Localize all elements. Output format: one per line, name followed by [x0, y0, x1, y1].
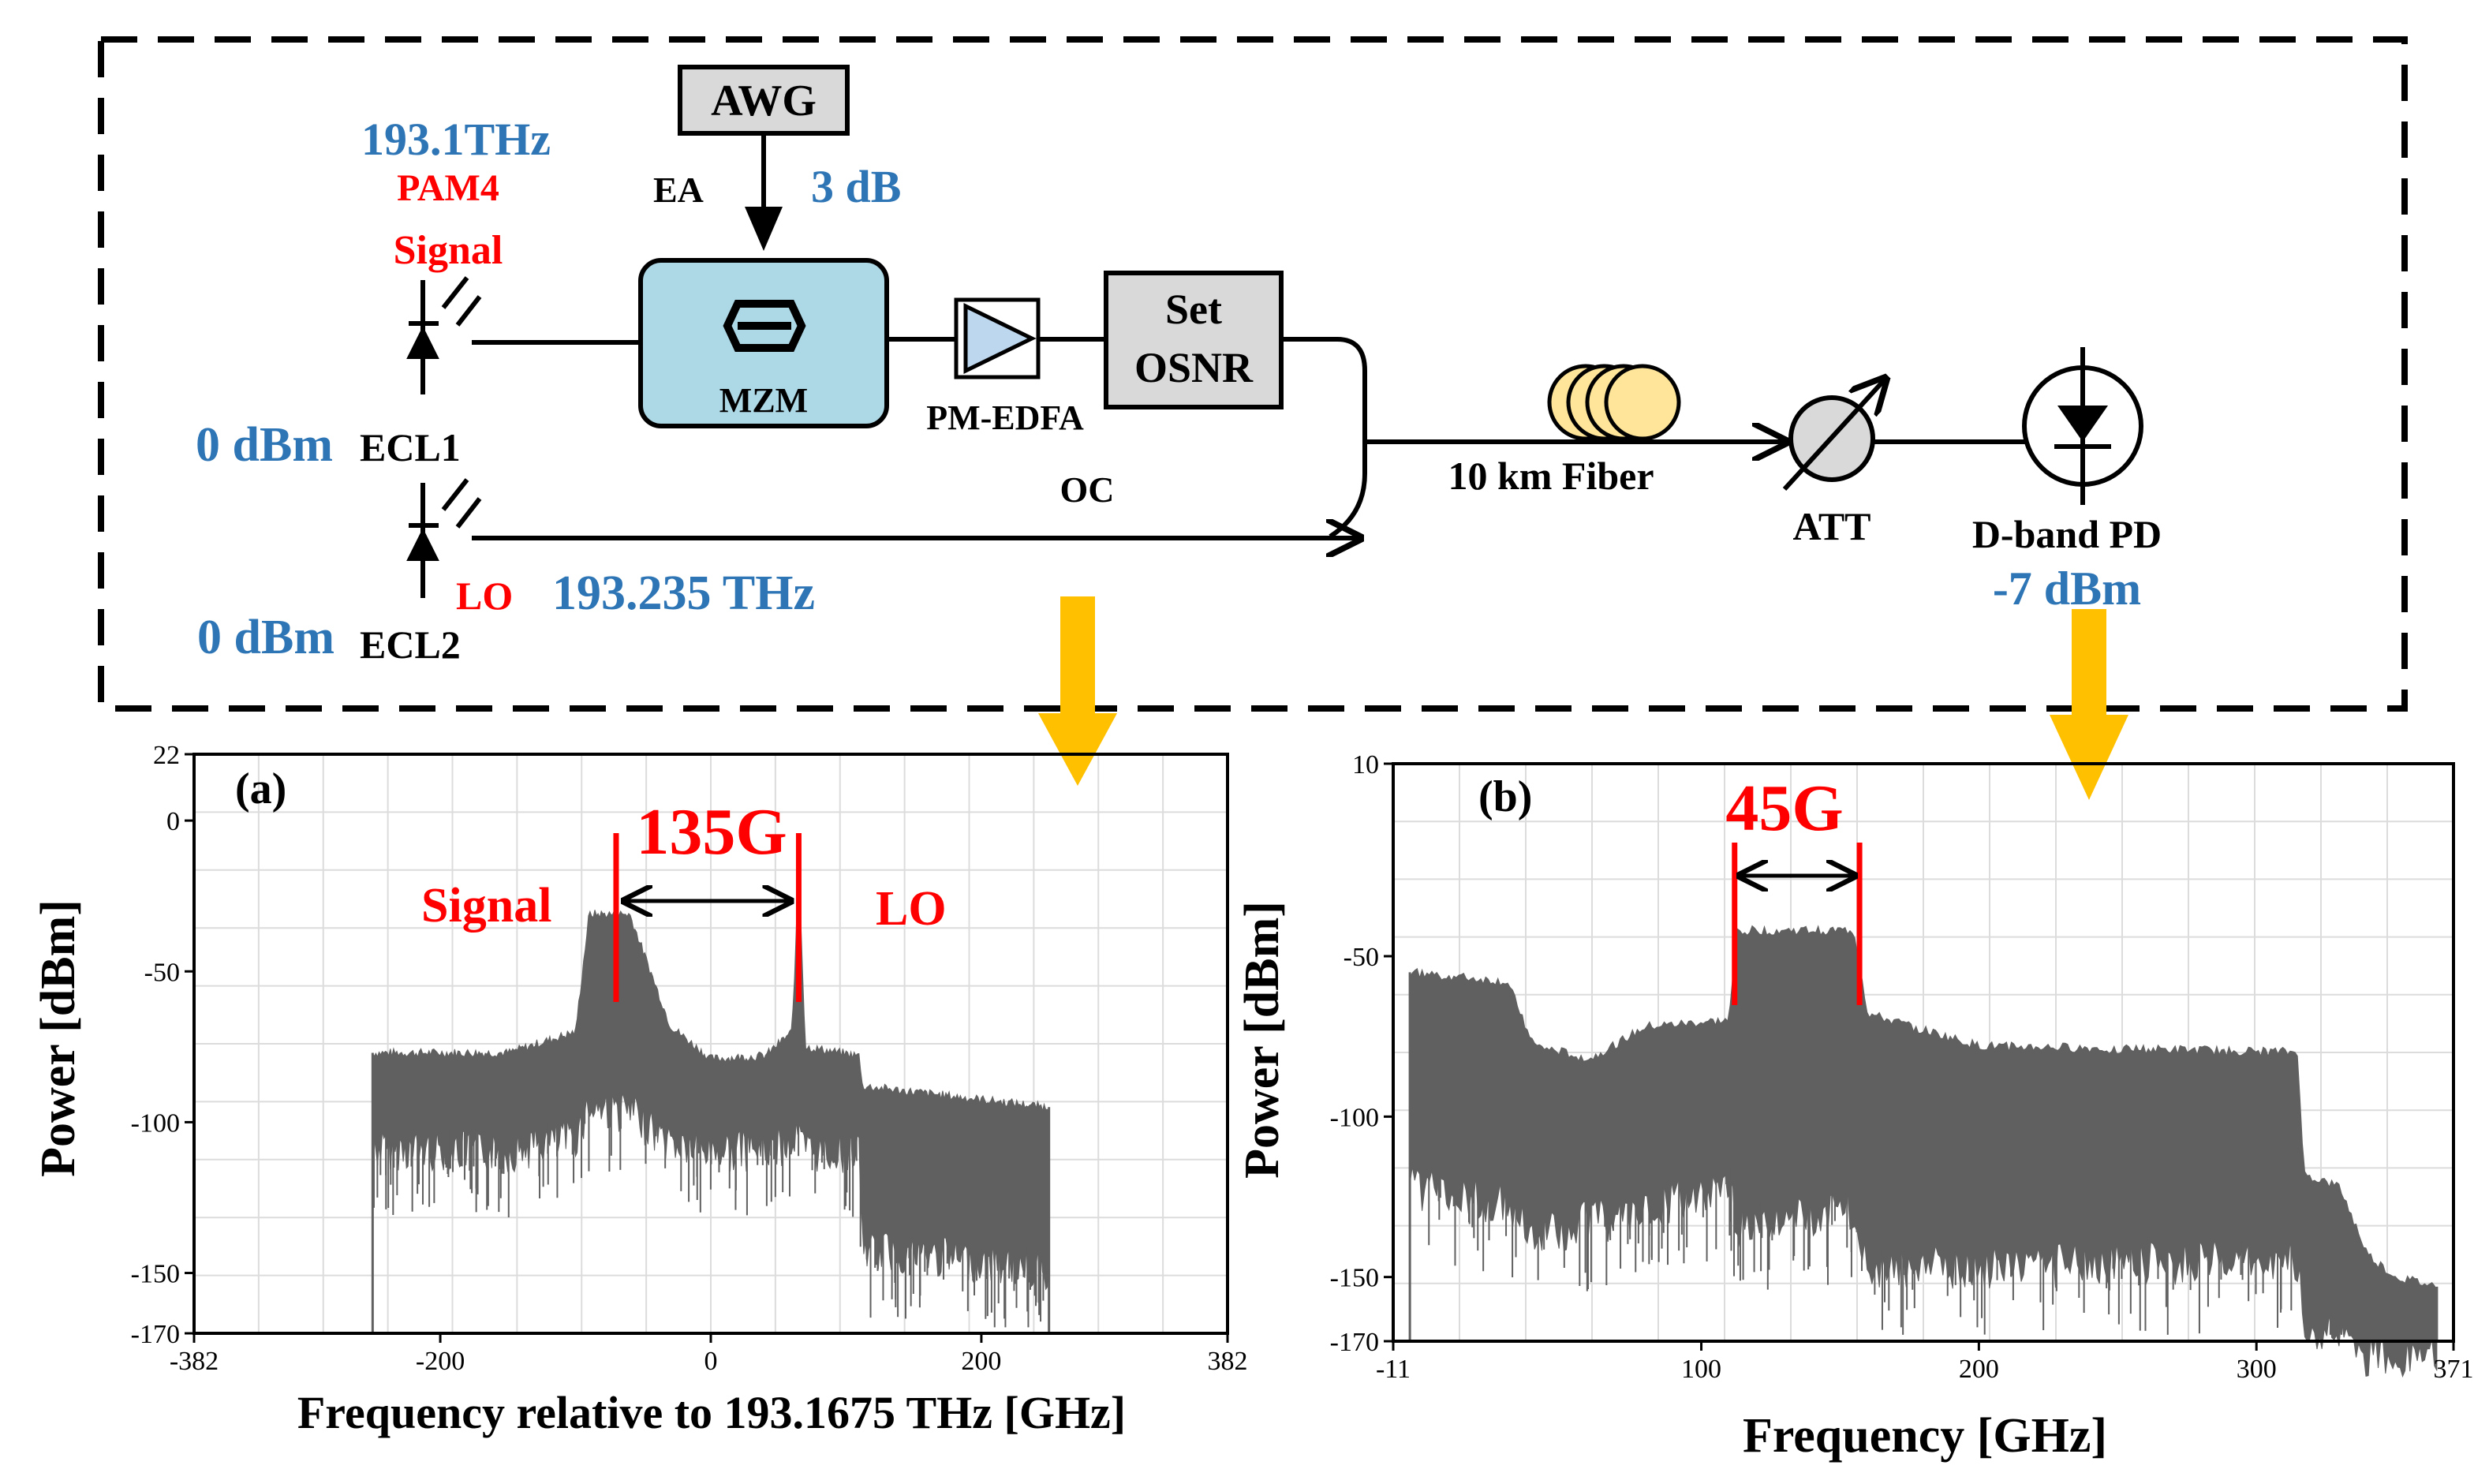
pd-power: -7 dBm	[1993, 563, 2141, 615]
fiber-label: 10 km Fiber	[1448, 454, 1654, 498]
panel-a-spacing-annotation: 135G	[636, 795, 787, 869]
panel-b-ylabel: Power [dBm]	[1235, 901, 1289, 1179]
arrow-to-panel-a	[1038, 596, 1117, 786]
y-tick-label: -100	[131, 1108, 180, 1138]
signal-label: Signal	[394, 228, 503, 273]
att-variable-arrow	[1782, 379, 1885, 492]
ecl2-label: ECL2	[360, 622, 461, 667]
ea-label: EA	[653, 170, 704, 210]
att-label: ATT	[1792, 504, 1870, 548]
mzm-icon	[723, 300, 806, 352]
y-tick-label: -50	[144, 958, 180, 987]
ecl2-laser-icon	[406, 478, 482, 598]
y-tick-label: -150	[1330, 1264, 1379, 1293]
osnr-to-coupler-line	[1281, 337, 1367, 539]
y-tick-label: -170	[131, 1320, 180, 1349]
panel-a-xlabel: Frequency relative to 193.1675 THz [GHz]	[297, 1387, 1126, 1438]
pam4-label: PAM4	[397, 167, 499, 209]
oc-label: OC	[1060, 469, 1115, 510]
y-tick-label: -170	[1330, 1328, 1379, 1357]
y-tick-label: 0	[166, 807, 180, 836]
panel-a-lo-annotation: LO	[876, 882, 947, 936]
spectrum-trace	[1409, 925, 2438, 1378]
x-tick-label: -11	[1376, 1355, 1411, 1384]
panel-a-label: (a)	[235, 764, 286, 813]
y-tick-label: -150	[131, 1260, 180, 1289]
panel-b-bandwidth-annotation: 45G	[1725, 772, 1843, 845]
ecl1-power: 0 dBm	[196, 418, 333, 472]
y-tick-label: 10	[1352, 750, 1379, 779]
set-osnr-label-1: Set	[1165, 286, 1222, 333]
fiber-spool-icon	[1547, 364, 1681, 441]
arrow-to-panel-b	[2050, 609, 2128, 800]
x-tick-label: 100	[1681, 1355, 1721, 1384]
x-tick-label: -200	[416, 1347, 465, 1376]
mzm-label: MZM	[719, 381, 808, 420]
mzm-box	[638, 258, 889, 428]
x-tick-label: 382	[1208, 1347, 1248, 1376]
panel-a-ylabel: Power [dBm]	[32, 899, 85, 1177]
pm-edfa-label: PM-EDFA	[926, 398, 1084, 437]
chart-panel-a: -382 -200 0 200 382 22 0 -50 -100 -150 -170	[131, 741, 1248, 1376]
y-tick-label: -100	[1330, 1103, 1379, 1132]
panel-a-signal-annotation: Signal	[421, 879, 551, 933]
photodiode-icon	[2022, 347, 2143, 505]
pd-label: D-band PD	[1972, 512, 2162, 556]
y-tick-label: 22	[153, 741, 180, 770]
x-tick-label: 300	[2237, 1355, 2277, 1384]
x-tick-label: -382	[170, 1347, 219, 1376]
set-osnr-label-2: OSNR	[1134, 344, 1254, 391]
awg-label: AWG	[711, 77, 817, 125]
ecl2-power: 0 dBm	[197, 611, 334, 664]
awg-arrow-head	[745, 207, 783, 251]
x-tick-label: 0	[704, 1347, 718, 1376]
lo-label: LO	[456, 574, 513, 618]
x-tick-label: 200	[961, 1347, 1001, 1376]
ecl1-label: ECL1	[360, 425, 461, 469]
ea-gain-label: 3 dB	[811, 161, 901, 212]
plot-frame	[1392, 762, 2455, 1343]
ecl1-laser-icon	[406, 276, 482, 394]
x-tick-label: 371	[2434, 1355, 2474, 1384]
x-tick-label: 200	[1959, 1355, 1999, 1384]
ecl1-frequency: 193.1THz	[361, 114, 551, 165]
amplifier-icon	[963, 302, 1037, 375]
y-tick-label: -50	[1344, 943, 1379, 972]
chart-panel-b: -11 100 200 300 371 10 -50 -100 -150 -170	[1330, 750, 2474, 1384]
lo-frequency: 193.235 THz	[552, 566, 815, 620]
panel-b-xlabel: Frequency [GHz]	[1743, 1409, 2107, 1463]
setup-dashed-frame	[98, 36, 2408, 712]
panel-b-label: (b)	[1478, 772, 1532, 821]
